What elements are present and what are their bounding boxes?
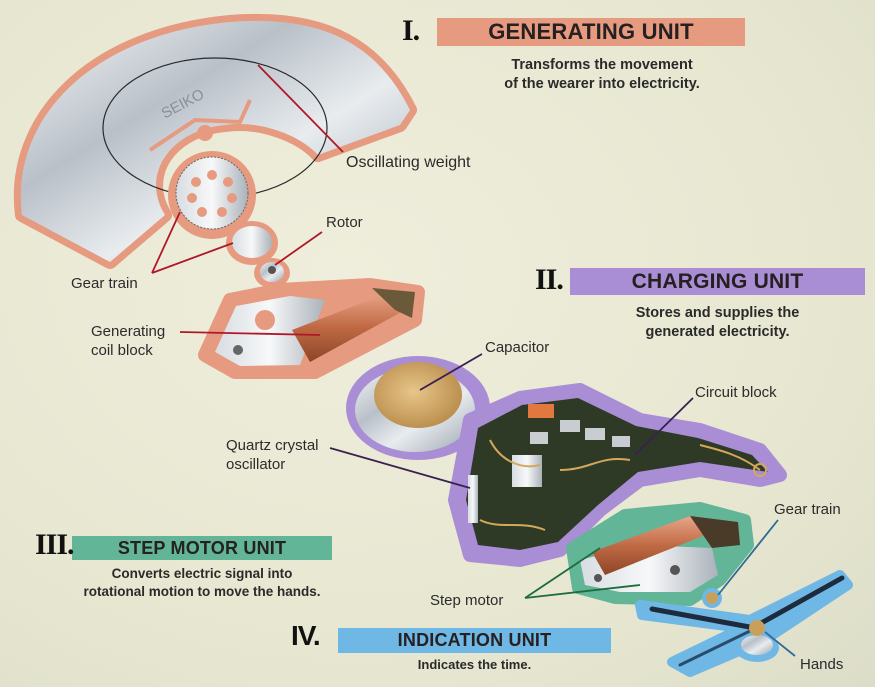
label-gear-train-indication: Gear train <box>774 501 841 518</box>
step-motor-unit-description: Converts electric signal into rotational… <box>52 565 352 601</box>
leader-step-motor-b <box>524 584 641 599</box>
leader-capacitor <box>419 353 483 391</box>
description-line: Converts electric signal into <box>111 566 293 581</box>
leader-hands <box>764 631 796 657</box>
generating-unit-banner-bg <box>437 18 745 46</box>
step-motor-part <box>566 502 754 606</box>
description-line: Stores and supplies the <box>635 305 800 321</box>
label-line: Generating <box>91 323 166 340</box>
charging-unit-title: CHARGING UNIT <box>631 270 804 293</box>
indication-unit-title: INDICATION UNIT <box>397 630 552 650</box>
step-motor-unit-banner-bg <box>72 536 332 560</box>
label-oscillating-weight: Oscillating weight <box>346 154 471 171</box>
label-capacitor: Capacitor <box>485 339 550 356</box>
leader-circuit-block <box>634 397 694 456</box>
label-gear-train-generating: Gear train <box>71 275 138 292</box>
description-line: Transforms the movement <box>511 57 693 73</box>
label-circuit-block: Circuit block <box>695 384 777 401</box>
generating-coil-block-part <box>198 278 425 379</box>
unit-3-numeral: III. <box>35 528 75 561</box>
label-line: oscillator <box>226 456 286 473</box>
gear-train-generating-part <box>168 151 290 288</box>
label-hands: Hands <box>800 656 844 673</box>
generating-unit-title: GENERATING UNIT <box>488 19 694 44</box>
description-line: generated electricity. <box>645 324 790 340</box>
description-line: of the wearer into electricity. <box>504 76 700 92</box>
label-step-motor: Step motor <box>430 592 504 609</box>
leader-generating-coil <box>179 331 321 336</box>
charging-unit-description: Stores and supplies the generated electr… <box>590 304 845 342</box>
indication-unit-description: Indicates the time. <box>338 656 611 673</box>
label-line: Quartz crystal <box>226 437 319 454</box>
oscillating-weight-part: SEIKO <box>13 14 417 269</box>
indication-unit-banner-bg <box>338 628 611 653</box>
circuit-block-part <box>448 383 787 567</box>
charging-unit-banner-bg <box>570 268 865 295</box>
label-rotor: Rotor <box>326 214 363 231</box>
unit-4-numeral: IV. <box>291 620 321 651</box>
generating-unit-description: Transforms the movement of the wearer in… <box>437 56 767 94</box>
leader-quartz-crystal <box>329 447 471 489</box>
label-generating-coil-block: Generating coil block <box>91 322 165 360</box>
leader-oscillating-weight <box>257 64 344 153</box>
leader-gear-train-1b <box>151 242 234 274</box>
leader-gear-train-2 <box>717 519 779 596</box>
step-motor-unit-title: STEP MOTOR UNIT <box>117 538 287 558</box>
description-line: rotational motion to move the hands. <box>83 584 321 599</box>
leader-step-motor-a <box>524 547 601 599</box>
label-quartz-crystal-oscillator: Quartz crystal oscillator <box>226 436 319 474</box>
leader-lines <box>151 64 796 657</box>
unit-1-numeral: I. <box>402 14 420 47</box>
description-line: Indicates the time. <box>417 657 532 672</box>
leader-gear-train-1a <box>151 211 181 274</box>
label-line: coil block <box>91 342 153 359</box>
capacitor-part <box>346 356 490 460</box>
hands-part <box>635 570 853 677</box>
leader-rotor <box>274 231 323 266</box>
unit-2-numeral: II. <box>535 263 564 296</box>
